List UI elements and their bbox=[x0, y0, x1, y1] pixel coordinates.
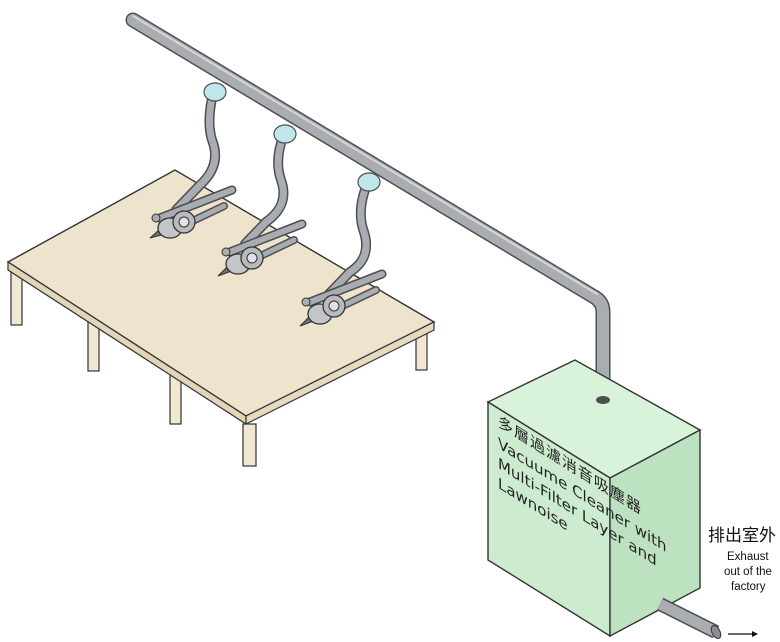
vacuum-cleaner-box: 多層過濾消音吸塵器 Vacuume Cleaner with Multi-Fil… bbox=[486, 359, 702, 638]
nozzle-cap-2 bbox=[273, 124, 297, 144]
table-leg-front bbox=[242, 423, 257, 467]
nozzle-cap-1 bbox=[203, 82, 227, 102]
table-right-edge bbox=[245, 321, 435, 425]
exhaust-label-en-line-3: factory bbox=[731, 581, 766, 593]
vacuum-box-side bbox=[609, 428, 701, 638]
nozzle-cap-3 bbox=[357, 172, 381, 192]
pneumatic-tool-2 bbox=[217, 219, 307, 277]
workbench-table bbox=[6, 169, 436, 467]
exhaust-label-cn: 排出室外 bbox=[708, 526, 776, 546]
main-suction-pipe bbox=[125, 12, 611, 408]
pneumatic-tool-3 bbox=[299, 269, 387, 327]
pneumatic-tool-1 bbox=[149, 185, 237, 239]
exhaust-label-en-line-2: out of the bbox=[724, 566, 772, 578]
suction-hose-1 bbox=[171, 85, 220, 215]
exhaust-label-en-line-1: Exhaust bbox=[727, 551, 769, 563]
exhaust-arrow-icon bbox=[728, 631, 758, 637]
suction-hose-2 bbox=[240, 129, 289, 249]
exhaust-pipe bbox=[656, 597, 722, 639]
suction-hose-3 bbox=[322, 177, 373, 301]
